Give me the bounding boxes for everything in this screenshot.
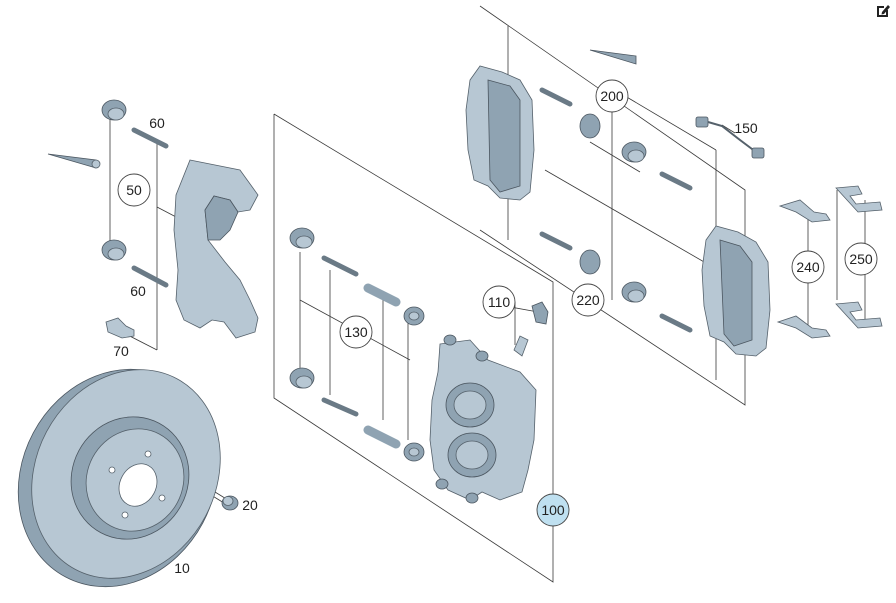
callout-100-label: 100 — [541, 502, 565, 518]
callout-250-label: 250 — [849, 251, 873, 267]
callout-130-label: 130 — [344, 324, 368, 340]
wear-sensor — [695, 116, 765, 159]
bleeder-screw — [531, 301, 549, 325]
callout-50-label: 50 — [126, 182, 142, 198]
callout-100[interactable]: 100 — [536, 493, 570, 527]
callout-50[interactable]: 50 — [117, 173, 151, 207]
label-60-bottom: 60 — [130, 283, 146, 299]
brake-caliper — [429, 334, 537, 504]
callout-110-label: 110 — [488, 294, 511, 310]
anti-rattle-clips — [776, 185, 883, 339]
guide-bolt-set — [47, 99, 169, 339]
brake-disc — [17, 368, 221, 588]
brake-pads-set — [465, 65, 771, 357]
wheel-bolt — [221, 495, 239, 511]
callout-110[interactable]: 110 — [482, 285, 516, 319]
label-10: 10 — [174, 560, 190, 576]
label-60-top: 60 — [149, 115, 165, 131]
callout-220[interactable]: 220 — [571, 283, 605, 317]
callout-130[interactable]: 130 — [339, 315, 373, 349]
callout-220-label: 220 — [576, 292, 600, 308]
label-150: 150 — [734, 120, 758, 136]
pad-hardware — [539, 49, 693, 333]
label-20: 20 — [242, 497, 258, 513]
callout-250[interactable]: 250 — [844, 242, 878, 276]
callout-240-label: 240 — [796, 259, 820, 275]
callout-240[interactable]: 240 — [791, 250, 825, 284]
callout-200[interactable]: 200 — [595, 79, 629, 113]
guide-pin-kit — [289, 227, 425, 462]
label-70: 70 — [113, 343, 129, 359]
edit-icon[interactable] — [874, 2, 892, 20]
callout-200-label: 200 — [600, 88, 624, 104]
caliper-bracket — [173, 159, 259, 339]
